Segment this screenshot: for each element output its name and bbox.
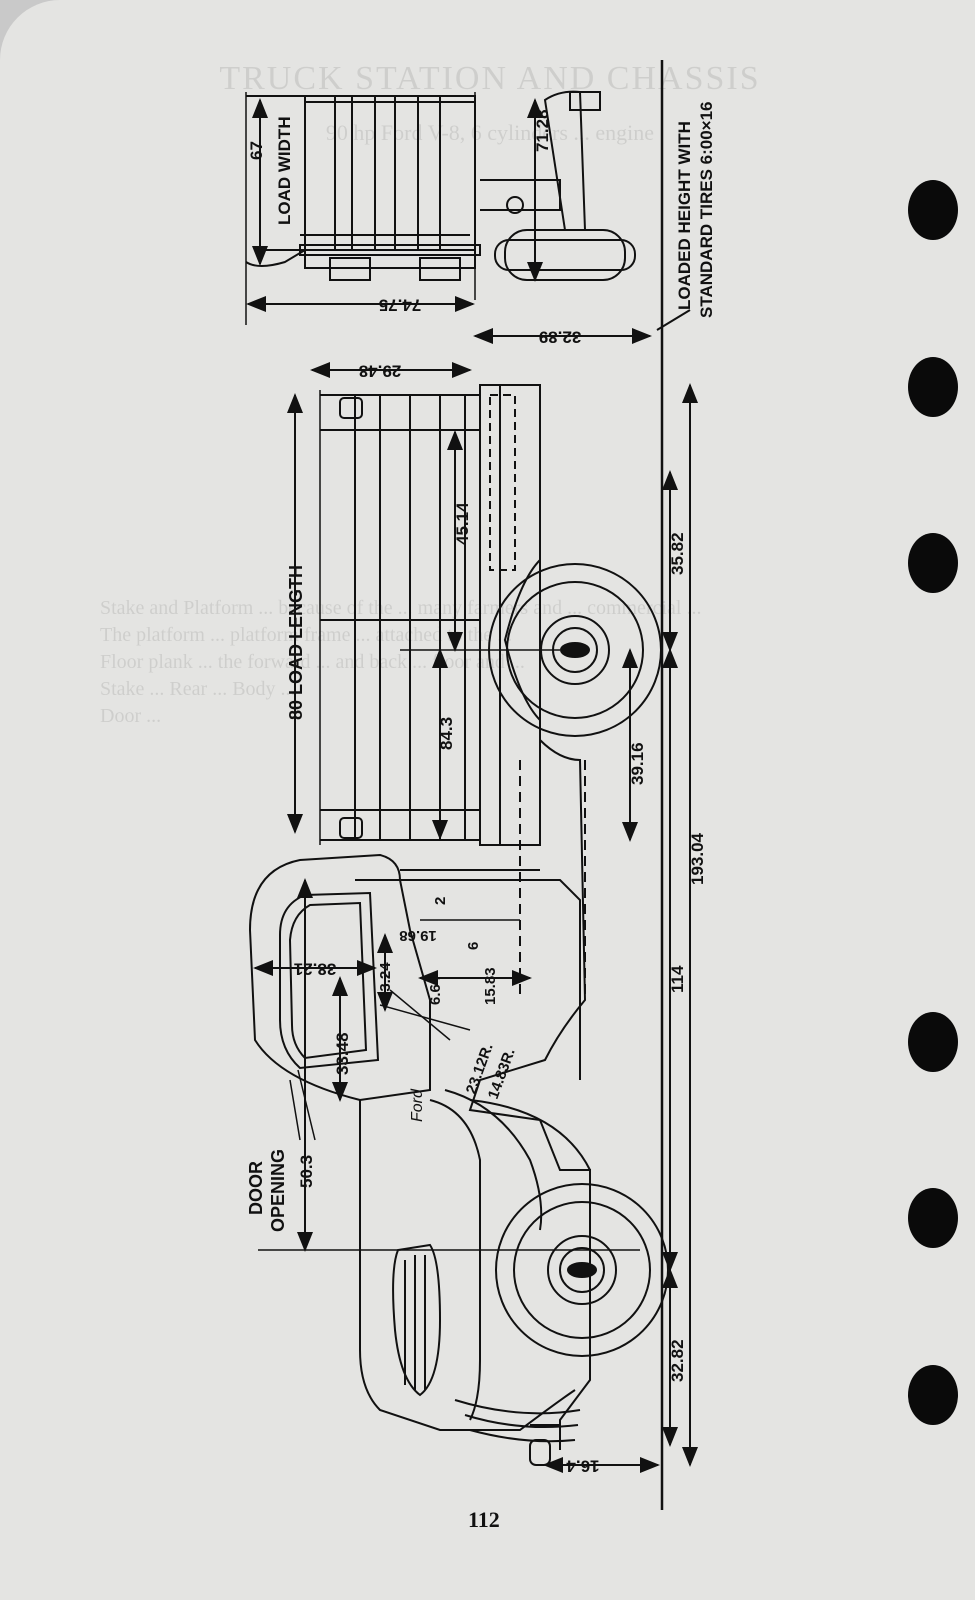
overall-length-value: 193.04: [688, 832, 707, 885]
cab: [248, 853, 581, 1102]
load-width-value: 67: [247, 141, 266, 160]
rear-axle-height-value: 45.14: [453, 502, 472, 545]
front-bumper: [529, 1439, 551, 1466]
page-number: 112: [468, 1507, 500, 1532]
cab-1968-value: 19.68: [399, 927, 437, 944]
front-overhang-value: 32.82: [668, 1339, 687, 1382]
door-opening-value: 50.3: [297, 1155, 316, 1188]
hood-grille: [392, 1243, 442, 1397]
ford-emblem: Ford: [409, 1088, 426, 1122]
rear-hitch: [506, 196, 524, 214]
stake-body: [319, 384, 541, 846]
binder-hole: [908, 1365, 958, 1425]
rear-overhang-value: 35.82: [668, 532, 687, 575]
bleed-paragraph: Floor plank ... the forward ... and back…: [100, 651, 525, 673]
overall-width-value: 74.75: [379, 296, 422, 315]
side-view: Ford: [248, 60, 698, 1510]
bleed-paragraph: Stake and Platform ... because of the ..…: [100, 597, 702, 619]
hood-and-fender: [359, 1089, 591, 1466]
binder-hole: [908, 533, 958, 593]
binder-hole: [908, 1188, 958, 1248]
door-opening-line1: DOOR: [246, 1161, 266, 1215]
cab-1583-value: 15.83: [482, 967, 499, 1005]
cab-6-value: 6: [465, 942, 482, 950]
bumper-value: 16.4: [566, 1457, 600, 1476]
wheelbase-value: 114: [668, 965, 687, 993]
bleed-paragraph: Door ...: [100, 705, 162, 727]
binder-hole: [908, 180, 958, 240]
bleed-heading-line1: TRUCK STATION AND CHASSIS: [219, 60, 761, 97]
bleed-heading-line2: 90 hp Ford V-8, 6 cylinders ... engine: [325, 120, 655, 145]
door-opening-line2: OPENING: [268, 1149, 288, 1232]
dim-843-value: 84.3: [437, 717, 456, 750]
front-wheel: [495, 1183, 669, 1357]
dim-3916-value: 39.16: [628, 742, 647, 785]
load-width-label: LOAD WIDTH: [275, 116, 294, 225]
ground-clearance-value: 32.89: [539, 328, 582, 347]
load-length-label: 80 LOAD LENGTH: [286, 565, 306, 720]
stake-height-value: 29.48: [359, 362, 402, 381]
binder-hole: [908, 1012, 958, 1072]
cab-window: [279, 891, 380, 1070]
loaded-height-line2: STANDARD TIRES 6:00×16: [697, 102, 716, 319]
loaded-height-line1: LOADED HEIGHT WITH: [675, 121, 694, 310]
binder-hole: [908, 357, 958, 417]
cab-1324-value: 13.24: [377, 962, 394, 1000]
cab-3348-value: 33.48: [333, 1032, 352, 1075]
bleed-paragraph: Stake ... Rear ... Body ...: [100, 678, 296, 700]
bleed-through-heading: TRUCK STATION AND CHASSIS 90 hp Ford V-8…: [110, 60, 870, 146]
cab-664-value: 6.64: [427, 975, 444, 1005]
height-7128-value: 71.28: [533, 109, 552, 152]
cab-2-value: 2: [432, 897, 449, 905]
rear-wheel: [488, 563, 662, 737]
rear-tire: [494, 239, 636, 271]
cab-3821-value: 38.21: [294, 960, 337, 979]
rear-view: [245, 90, 652, 344]
rear-body-outline: [304, 95, 476, 269]
